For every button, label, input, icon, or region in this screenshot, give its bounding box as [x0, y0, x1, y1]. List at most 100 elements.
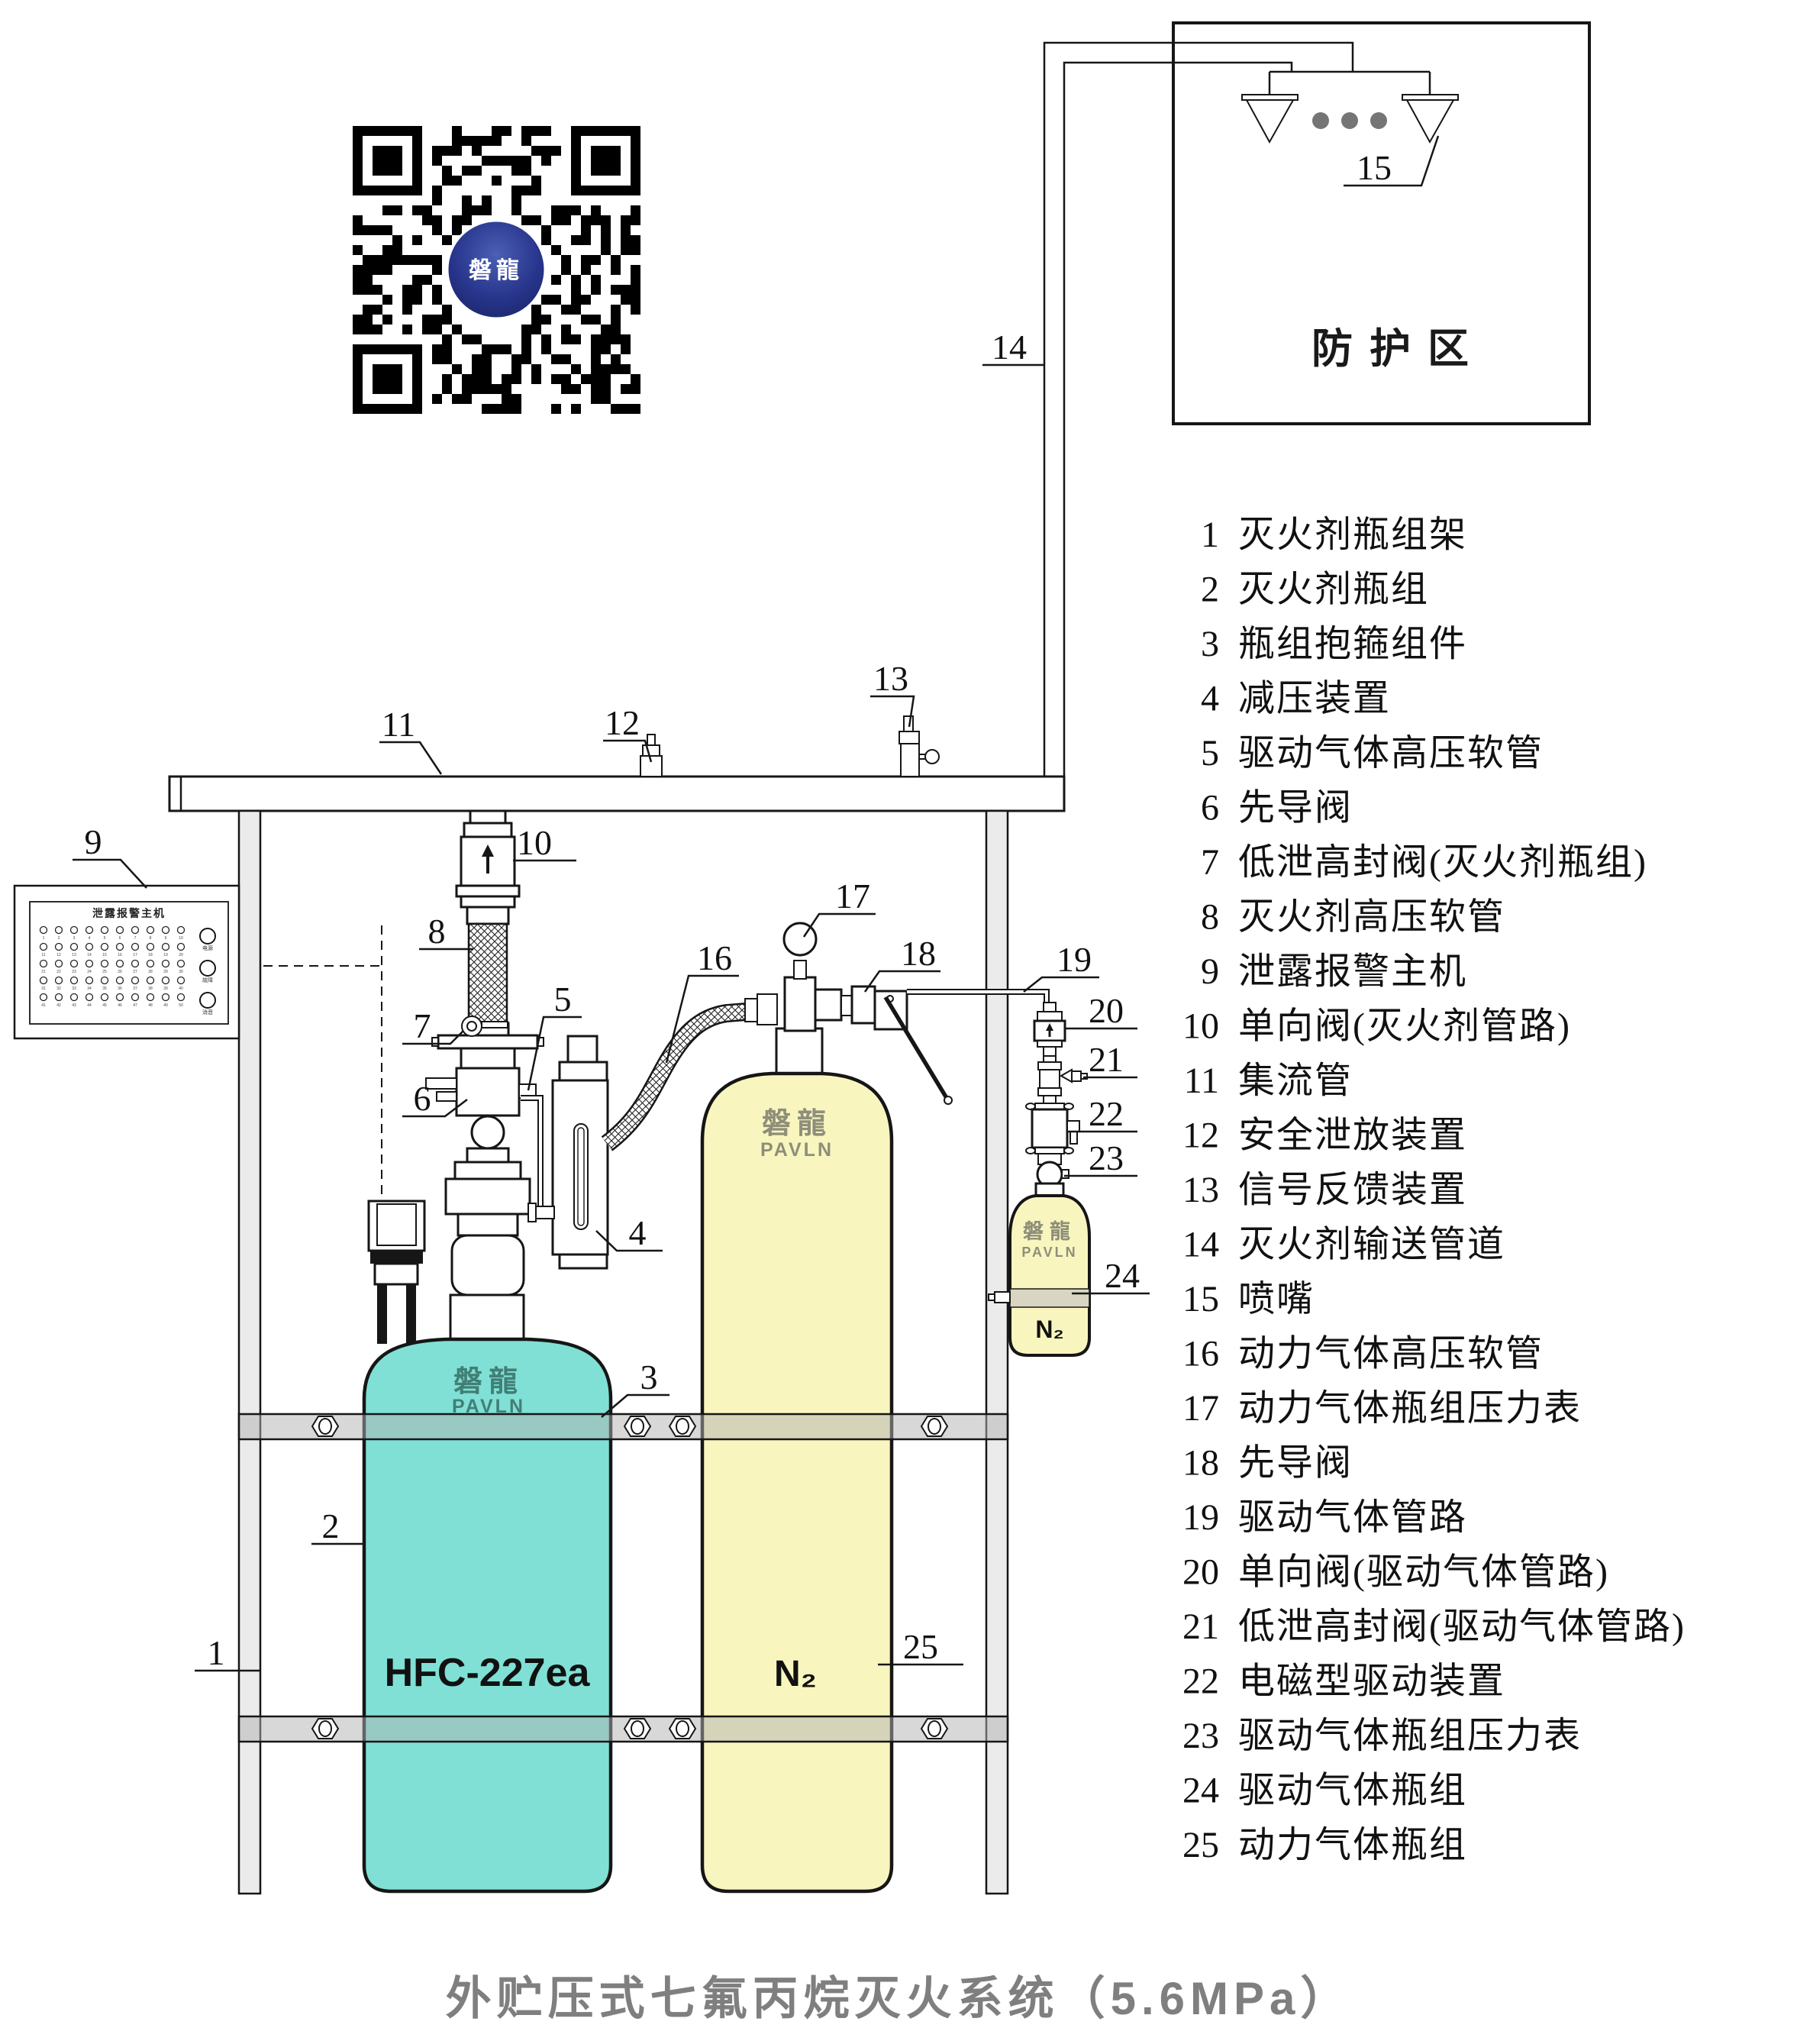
- agent-cylinder: 磐龍 PAVLN HFC-227ea: [362, 1337, 613, 1894]
- label-text: 11: [382, 705, 415, 744]
- label-text: 6: [1201, 788, 1219, 828]
- label-text: 23: [1182, 1716, 1219, 1756]
- mute-button[interactable]: [199, 992, 216, 1009]
- label-text: 10: [517, 823, 552, 862]
- label-text: 14: [992, 328, 1027, 366]
- zone-led: [39, 993, 48, 1002]
- power-button[interactable]: [199, 928, 216, 945]
- label-text: 1: [1201, 515, 1219, 555]
- label-text: 18: [1182, 1443, 1219, 1484]
- label-text: 动力气体高压软管: [1238, 1334, 1544, 1374]
- drive-gas-pressure-gauge: [1036, 1161, 1069, 1188]
- zone-led: [146, 942, 155, 951]
- label-text: 3: [1201, 624, 1219, 664]
- agent-valve-column: [367, 809, 544, 1344]
- label-text: 喷嘴: [1238, 1279, 1315, 1319]
- zone-led: [131, 993, 140, 1002]
- bracket-band-lower: [237, 1715, 1009, 1743]
- agent-cylinder-neck: [449, 1293, 525, 1342]
- label-text: 47: [133, 1003, 137, 1008]
- label-text: 8: [1201, 897, 1219, 938]
- zone-led: [54, 959, 63, 968]
- label-text: 41: [41, 1003, 46, 1008]
- label-text: 灭火剂高压软管: [1238, 897, 1505, 938]
- label-text: 低泄高封阀(灭火剂瓶组): [1238, 842, 1647, 883]
- callout-leaders: [73, 135, 1440, 1672]
- label-text: 21: [1182, 1606, 1219, 1647]
- spare-port-cap: [367, 1200, 426, 1344]
- label-text: 7: [1201, 842, 1219, 883]
- signal-feedback-device: [898, 715, 940, 777]
- zone-led: [85, 993, 94, 1002]
- label-text: 43: [72, 1003, 76, 1008]
- power-gas-pressure-gauge: [782, 922, 818, 957]
- zone-led: [69, 942, 79, 951]
- nozzle-ellipsis-dots: [1312, 112, 1387, 129]
- label-text: 46: [118, 1003, 122, 1008]
- label-text: 27: [133, 970, 137, 974]
- drive-bottle-bracket: [994, 1291, 1011, 1303]
- label-text: 10: [1182, 1006, 1219, 1047]
- frame-rail-left: [237, 809, 262, 1895]
- label-text: 14: [1182, 1225, 1219, 1265]
- label-text: 先导阀: [1238, 1443, 1353, 1484]
- zone-led: [146, 976, 155, 985]
- label-text: 13: [873, 659, 908, 698]
- delivery-pipe-lower: [1063, 61, 1293, 777]
- label-text: 32: [56, 986, 61, 991]
- label-text: 25: [102, 970, 107, 974]
- label-text: 35: [102, 986, 107, 991]
- label-text: 动力气体瓶组: [1238, 1825, 1467, 1865]
- label-text: 驱动气体瓶组压力表: [1238, 1716, 1582, 1756]
- zone-led: [161, 976, 170, 985]
- zone-led: [39, 925, 48, 935]
- pilot-valve-lever[interactable]: [873, 990, 953, 1105]
- panel-buttons[interactable]: 电源 故障 消音: [199, 928, 216, 1016]
- zone-led: [39, 942, 48, 951]
- zone-led: [131, 925, 140, 935]
- label-text: 单向阀(灭火剂管路): [1238, 1006, 1571, 1047]
- label-text: 28: [148, 970, 153, 974]
- zone-led: [161, 993, 170, 1002]
- label-text: 17: [835, 877, 870, 915]
- label-text: 48: [148, 1003, 153, 1008]
- label-text: 2: [58, 936, 60, 941]
- solenoid-drive-device: [1025, 1103, 1080, 1165]
- agent-cylinder-label: HFC-227ea: [385, 1651, 591, 1695]
- label-text: 31: [41, 986, 46, 991]
- label-text: 12: [1182, 1116, 1219, 1156]
- label-text: 电磁型驱动装置: [1238, 1661, 1505, 1702]
- label-text: 30: [179, 970, 183, 974]
- drive-gas-pipeline: [907, 989, 1050, 1003]
- zone-led: [100, 942, 109, 951]
- zone-led: [161, 942, 170, 951]
- manifold: [168, 775, 1066, 812]
- label-text: 20: [1089, 991, 1124, 1030]
- label-text: 13: [1182, 1170, 1219, 1210]
- qr-code: 磐龍: [353, 126, 640, 414]
- zone-led: [176, 993, 186, 1002]
- protection-zone-label: 防护区: [1311, 326, 1486, 372]
- pilot-valve-agent: [425, 1047, 537, 1296]
- label-text: 驱动气体瓶组: [1238, 1771, 1467, 1811]
- label-text: 36: [118, 986, 122, 991]
- drive-gas-bottle: 磐龍 PAVLN N₂: [988, 1194, 1091, 1357]
- zone-led: [131, 976, 140, 985]
- label-text: 24: [87, 970, 92, 974]
- power-cylinder-valve: [744, 922, 953, 1105]
- label-text: 5: [1201, 733, 1219, 773]
- label-text: 9: [1201, 951, 1219, 992]
- fault-button[interactable]: [199, 960, 216, 977]
- band-clamp-bolts: [311, 1718, 949, 1739]
- zone-led: [85, 942, 94, 951]
- power-gas-cylinder: 磐龍 PAVLN N₂: [700, 1071, 894, 1894]
- power-cylinder-neck: [775, 1027, 824, 1078]
- zone-led: [69, 993, 79, 1002]
- label-text: 25: [1182, 1825, 1219, 1865]
- low-leak-valve-drive: [1037, 1055, 1088, 1104]
- label-text: 9: [165, 936, 167, 941]
- label-text: 灭火剂瓶组: [1238, 570, 1429, 610]
- label-text: 灭火剂瓶组架: [1238, 515, 1467, 555]
